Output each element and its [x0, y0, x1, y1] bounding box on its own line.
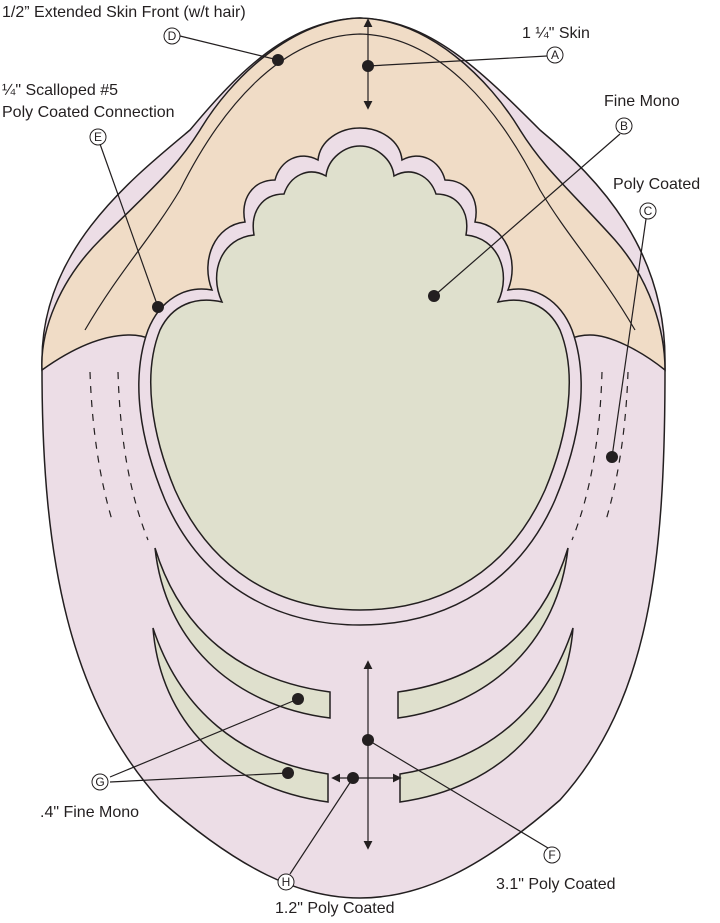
svg-text:H: H [282, 875, 291, 889]
marker-f: F [543, 846, 561, 864]
label-e-scalloped-line2: Poly Coated Connection [2, 104, 175, 121]
svg-text:B: B [620, 119, 628, 133]
svg-text:D: D [168, 29, 177, 43]
dashed-line-right-inner [605, 371, 629, 521]
fine-mono-strip-left-upper [154, 547, 331, 719]
marker-a: A [546, 46, 564, 64]
callout-dot-d [272, 54, 284, 66]
leader-line-g-lower [109, 772, 289, 783]
fine-mono-center-region [150, 145, 570, 611]
fine-mono-strip-right-lower [399, 627, 574, 803]
skin-inner-line [84, 33, 636, 331]
svg-text:A: A [551, 48, 559, 62]
marker-c: C [639, 202, 657, 220]
svg-text:F: F [548, 848, 555, 862]
marker-e: E [89, 128, 107, 146]
svg-text:G: G [95, 775, 104, 789]
label-a-skin: 1 ¼" Skin [522, 25, 590, 42]
fine-mono-strip-right-upper [397, 547, 569, 719]
leader-line-c [611, 218, 647, 458]
label-h-poly-coated: 1.2" Poly Coated [275, 900, 395, 917]
marker-h: H [277, 873, 295, 891]
label-g-fine-mono: .4" Fine Mono [40, 804, 139, 821]
leader-line-a [367, 55, 548, 67]
leader-line-f [367, 739, 549, 849]
marker-d: D [163, 27, 181, 45]
label-e-scalloped-line1: ¼" Scalloped #5 [2, 82, 118, 99]
callout-dot-c [606, 451, 618, 463]
marker-b: B [615, 117, 633, 135]
label-c-poly-coated: Poly Coated [613, 176, 700, 193]
leader-line-e [99, 143, 159, 308]
callout-dot-h [347, 772, 359, 784]
leader-line-b [433, 133, 621, 297]
callout-dot-f [362, 734, 374, 746]
callout-dot-e [152, 301, 164, 313]
callout-dot-g-lower [282, 767, 294, 779]
callout-dot-b [428, 290, 440, 302]
label-b-fine-mono: Fine Mono [604, 93, 680, 110]
fine-mono-strip-left-lower [152, 627, 329, 803]
marker-g: G [91, 773, 109, 791]
leader-line-d [179, 35, 279, 61]
leader-line-h [289, 777, 354, 875]
svg-text:E: E [94, 130, 102, 144]
svg-text:C: C [644, 204, 653, 218]
dashed-line-left [89, 371, 113, 521]
label-d-extended-skin-front: 1/2” Extended Skin Front (w/t hair) [2, 4, 246, 21]
callout-dot-g-upper [292, 693, 304, 705]
callout-dot-a [362, 60, 374, 72]
leader-line-g-upper [109, 698, 299, 778]
label-f-poly-coated: 3.1" Poly Coated [496, 876, 616, 893]
